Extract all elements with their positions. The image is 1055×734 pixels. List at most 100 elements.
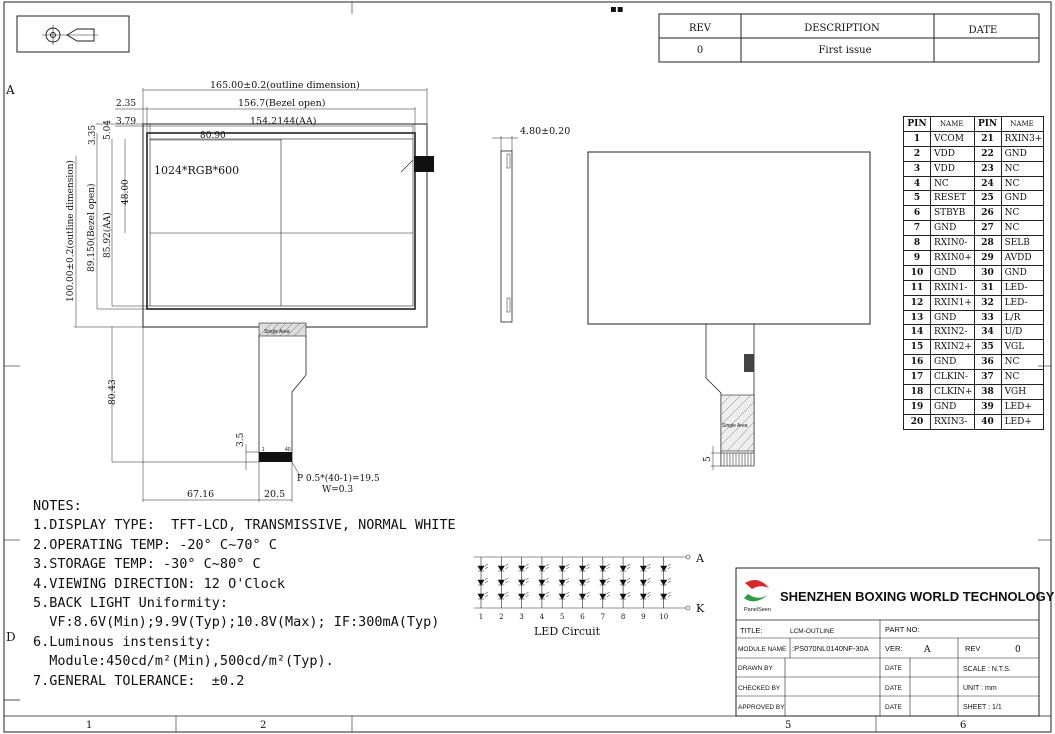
pin-name: NC bbox=[1000, 220, 1045, 237]
pin-number: 17 bbox=[903, 369, 931, 386]
led-column-number: 4 bbox=[540, 613, 545, 621]
led-diode-icon bbox=[599, 593, 607, 600]
led-string: 3 bbox=[518, 557, 529, 621]
pin-number: 37 bbox=[973, 369, 1002, 386]
led-column-number: 3 bbox=[519, 613, 523, 621]
led-diode-icon bbox=[538, 565, 546, 572]
pin-name: LED- bbox=[1000, 294, 1045, 311]
pin-name: RXIN2+ bbox=[930, 339, 975, 356]
pin-name: GND bbox=[1000, 190, 1045, 207]
dim-outline-width: 165.00±0.2(outline dimension) bbox=[210, 80, 360, 91]
pin-number: 9 bbox=[903, 250, 931, 266]
led-diode-icon bbox=[538, 593, 546, 600]
rear-single-area-label: Single Area bbox=[722, 423, 748, 429]
description-header: DESCRIPTION bbox=[804, 23, 880, 34]
zone-label: 2 bbox=[260, 720, 266, 731]
dim-pin-width: W=0.3 bbox=[322, 485, 353, 495]
pin-number: 25 bbox=[973, 190, 1002, 207]
zone-label: 1 bbox=[86, 720, 92, 731]
pin-name: RXIN1+ bbox=[930, 294, 975, 311]
note-line: 2.OPERATING TEMP: -20° C~70° C bbox=[33, 536, 277, 553]
pin-name: NC bbox=[930, 175, 975, 192]
title-label: TITLE: bbox=[740, 626, 763, 635]
ver-label: VER: bbox=[885, 644, 903, 653]
led-diode-icon bbox=[558, 579, 566, 586]
pin-name: GND bbox=[1000, 264, 1045, 281]
pin-name: GND bbox=[930, 354, 975, 371]
checked-by-label: CHECKED BY bbox=[738, 685, 781, 692]
pin-name: SELB bbox=[1000, 235, 1045, 252]
projection-symbol bbox=[16, 15, 130, 53]
led-diode-icon bbox=[477, 565, 485, 572]
pin-name: VGH bbox=[1000, 384, 1045, 400]
led-diode-icon bbox=[497, 593, 505, 600]
dim-5: 5 bbox=[703, 456, 713, 462]
dim-thickness: 4.80±0.20 bbox=[520, 126, 570, 137]
pin-number: 36 bbox=[973, 354, 1002, 371]
dim-fpc-offset: 67.16 bbox=[187, 489, 214, 500]
pin-number: 12 bbox=[903, 294, 931, 311]
led-column-number: 7 bbox=[601, 613, 605, 621]
pin-number: 8 bbox=[903, 235, 931, 252]
anode-label: A bbox=[695, 552, 705, 565]
pin-number: 19 bbox=[903, 398, 931, 415]
pin-name: NC bbox=[1000, 205, 1045, 222]
pin-name: GND bbox=[930, 220, 975, 237]
part-no-label: PART NO: bbox=[885, 625, 920, 634]
led-column-number: 2 bbox=[499, 613, 503, 621]
zone-label: 5 bbox=[785, 720, 791, 731]
pin-number: 30 bbox=[973, 264, 1002, 281]
pin-number: 3 bbox=[903, 160, 931, 177]
pin-name: RXIN3- bbox=[930, 413, 975, 430]
led-diode-icon bbox=[578, 579, 587, 586]
pin-number: 38 bbox=[973, 384, 1002, 400]
led-diode-icon bbox=[477, 593, 485, 600]
pin-name: RXIN3+ bbox=[1000, 130, 1045, 147]
resolution-label: 1024*RGB*600 bbox=[154, 164, 239, 177]
led-diode-icon bbox=[639, 565, 647, 572]
led-column-number: 6 bbox=[580, 613, 585, 621]
led-diode-icon bbox=[558, 565, 566, 572]
pin-number: 10 bbox=[903, 264, 931, 281]
led-string: 10 bbox=[659, 557, 671, 621]
led-diode-icon bbox=[619, 565, 627, 572]
zone-label: A bbox=[5, 83, 15, 97]
pin-name: RXIN1- bbox=[930, 279, 975, 296]
fpc-pin-last: 40 bbox=[285, 447, 291, 453]
drawn-by-label: DRAWN BY bbox=[738, 665, 773, 672]
pin-name: VCOM bbox=[930, 130, 975, 147]
led-string: 9 bbox=[639, 557, 651, 621]
led-column-number: 1 bbox=[479, 613, 483, 621]
rear-view: Single Area 5 bbox=[587, 151, 871, 470]
led-diode-icon bbox=[599, 579, 607, 586]
led-column-number: 5 bbox=[560, 613, 564, 621]
pin-number: 35 bbox=[973, 339, 1002, 356]
dim-aa-width: 154.2144(AA) bbox=[250, 116, 316, 127]
led-string: 8 bbox=[619, 557, 631, 621]
fpc-pin-first: 1 bbox=[262, 447, 265, 453]
pin-name: RXIN0- bbox=[930, 235, 975, 252]
pin-number: 20 bbox=[903, 413, 931, 430]
top-center-mark: ▪▪ bbox=[610, 4, 624, 15]
pin-number: 14 bbox=[903, 324, 931, 341]
description-value: First issue bbox=[818, 45, 871, 56]
pin-name: CLKIN+ bbox=[930, 384, 975, 400]
pin-header: PIN bbox=[973, 116, 1002, 132]
rev-header: REV bbox=[689, 23, 712, 34]
name-header: NAME bbox=[930, 116, 975, 132]
date-label: DATE bbox=[885, 665, 903, 672]
led-diode-icon bbox=[538, 579, 546, 586]
led-diode-icon bbox=[660, 579, 668, 586]
pin-number: 22 bbox=[973, 145, 1002, 162]
